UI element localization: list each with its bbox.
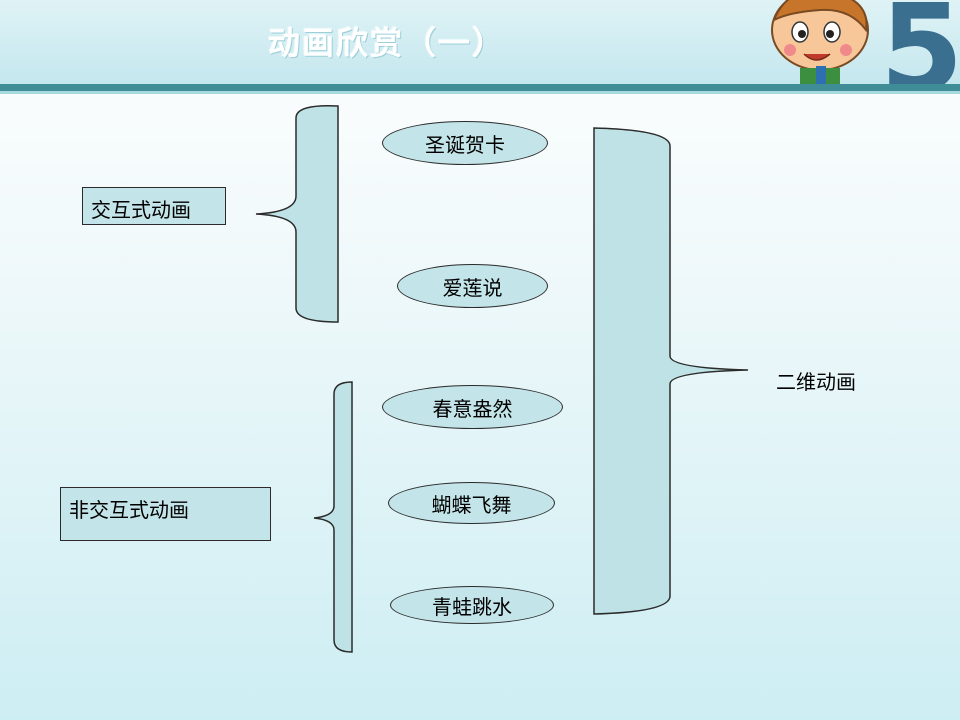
item-ailianshuo[interactable]: 爱莲说 <box>397 264 548 308</box>
interactive-animation-box: 交互式动画 <box>82 187 226 225</box>
item-butterfly[interactable]: 蝴蝶飞舞 <box>388 482 555 524</box>
slide-title: 动画欣赏（一） <box>268 24 507 62</box>
non-interactive-animation-label: 非交互式动画 <box>69 498 189 522</box>
cartoon-mascot-icon: 5 <box>771 0 960 84</box>
item-christmas-card[interactable]: 圣诞贺卡 <box>382 121 548 165</box>
item-spring[interactable]: 春意盎然 <box>382 385 563 429</box>
item-frog[interactable]: 青蛙跳水 <box>390 586 554 624</box>
interactive-animation-label: 交互式动画 <box>91 198 191 222</box>
header-divider-light <box>0 91 960 94</box>
bracket-interactive <box>255 105 339 323</box>
svg-text:5: 5 <box>880 0 960 84</box>
two-d-animation-label: 二维动画 <box>776 370 856 394</box>
non-interactive-animation-box: 非交互式动画 <box>60 487 271 541</box>
bracket-non-interactive <box>313 381 353 653</box>
bracket-two-d <box>593 127 749 615</box>
header-divider <box>0 84 960 91</box>
